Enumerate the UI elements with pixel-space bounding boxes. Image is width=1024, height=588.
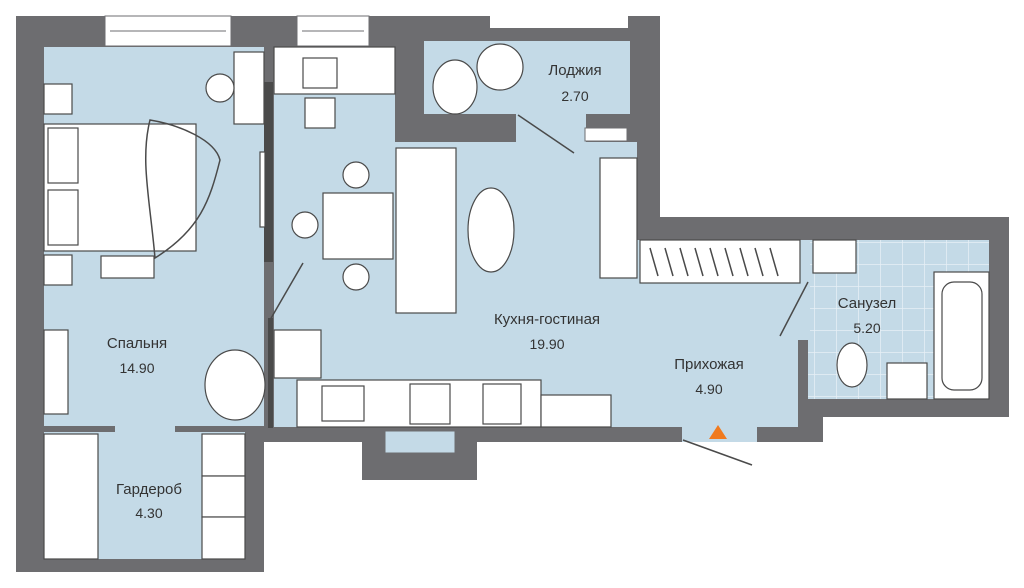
bath-sink xyxy=(886,362,928,400)
chair xyxy=(342,263,370,291)
bed-blanket xyxy=(144,119,221,260)
door-bedroom xyxy=(269,262,304,321)
room-area-loggia: 2.70 xyxy=(561,88,588,104)
hangers xyxy=(649,247,779,277)
pillow xyxy=(47,189,79,246)
door-entrance xyxy=(682,439,753,466)
loggia-door-gap xyxy=(516,110,586,144)
loggia-window-stub xyxy=(584,127,628,142)
room-label-loggia: Лоджия xyxy=(548,62,601,79)
room-label-hall: Прихожая xyxy=(674,356,744,373)
sink xyxy=(321,385,365,422)
tv xyxy=(599,157,638,279)
nightstand xyxy=(43,83,73,115)
room-area-hall: 4.90 xyxy=(695,381,722,397)
pillow xyxy=(47,127,79,184)
hall-closet xyxy=(639,239,801,284)
vanity-stool xyxy=(205,73,235,103)
mirror xyxy=(259,151,266,228)
room-label-bathroom: Санузел xyxy=(838,295,896,312)
laptop xyxy=(302,57,338,89)
coffee-table xyxy=(467,187,515,273)
wardrobe-box xyxy=(201,433,246,477)
wardrobe-door-gap xyxy=(115,424,175,434)
room-area-bedroom: 14.90 xyxy=(119,360,154,376)
fridge xyxy=(273,329,322,379)
nightstand xyxy=(43,254,73,286)
oven xyxy=(482,383,522,425)
room-area-kitchen-living: 19.90 xyxy=(529,336,564,352)
wall-bedroom-kitchen-lower xyxy=(268,318,273,428)
washer-bath xyxy=(812,239,857,274)
wall-hall-bath xyxy=(798,340,808,427)
door-bathroom xyxy=(779,281,809,337)
slippers-mat xyxy=(100,255,155,279)
room-area-bathroom: 5.20 xyxy=(853,320,880,336)
chair xyxy=(342,161,370,189)
dining-table xyxy=(322,192,394,260)
door-loggia xyxy=(517,114,575,154)
wardrobe-box xyxy=(201,475,246,518)
kitchen-window xyxy=(384,430,456,454)
wall-bedroom-kitchen xyxy=(264,82,273,262)
sofa xyxy=(395,147,457,314)
stove xyxy=(409,383,451,425)
chair xyxy=(291,211,319,239)
wardrobe-box xyxy=(201,516,246,560)
room-label-bedroom: Спальня xyxy=(107,335,167,352)
shelf xyxy=(43,329,69,415)
bathtub-inner xyxy=(941,281,983,391)
wardrobe-rack xyxy=(43,433,99,560)
toilet xyxy=(836,342,868,388)
loggia-table xyxy=(476,43,524,91)
entrance-triangle-icon xyxy=(709,425,727,439)
desk-chair xyxy=(304,97,336,129)
vanity xyxy=(233,51,265,125)
room-label-kitchen-living: Кухня-гостиная xyxy=(494,311,600,328)
washing-machine xyxy=(540,394,612,428)
loggia-chair xyxy=(432,59,478,115)
room-label-wardrobe: Гардероб xyxy=(116,481,182,498)
room-area-wardrobe: 4.30 xyxy=(135,505,162,521)
armchair xyxy=(204,349,266,421)
